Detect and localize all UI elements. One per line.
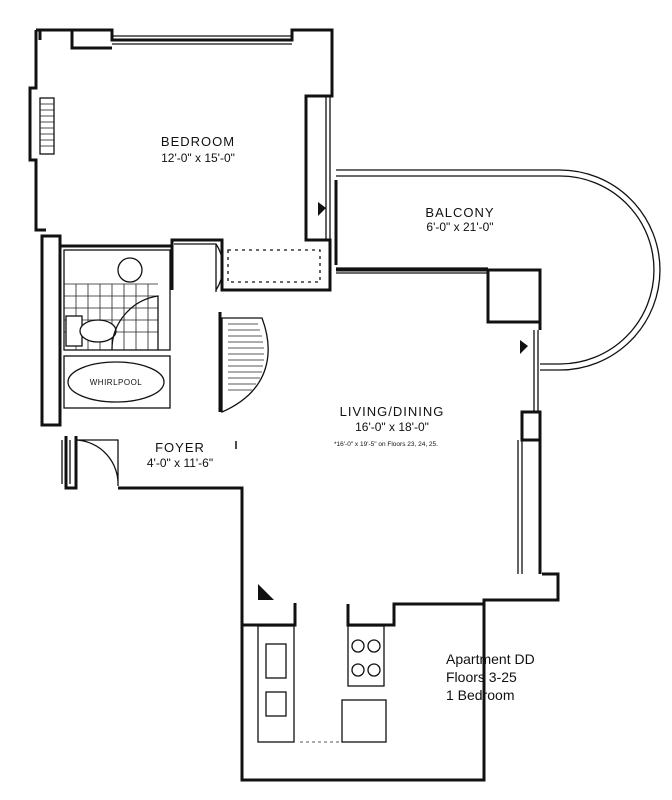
- floors-range: Floors 3-25: [446, 669, 517, 685]
- foyer-label: FOYER: [155, 440, 205, 455]
- closet-shelf: [227, 249, 321, 283]
- tub-label: WHIRLPOOL: [90, 378, 143, 387]
- entry-door[interactable]: [75, 439, 119, 487]
- apartment-name: Apartment DD: [446, 651, 535, 667]
- bedroom-label: BEDROOM: [161, 134, 235, 149]
- arrow-icon: [258, 584, 274, 600]
- living-note: *16'-0" x 19'-5" on Floors 23, 24, 25.: [334, 441, 438, 448]
- structural-column: [486, 268, 542, 324]
- closet: [218, 312, 269, 413]
- balcony-label: BALCONY: [425, 205, 494, 220]
- window-lines: [61, 35, 539, 574]
- bedroom-count: 1 Bedroom: [446, 687, 514, 703]
- foyer-dims: 4'-0" x 11'-6": [147, 456, 213, 470]
- balcony-dims: 6'-0" x 21'-0": [426, 220, 493, 234]
- kitchen: [257, 625, 387, 743]
- arrow-icon: [318, 202, 326, 216]
- balcony-railing: [336, 169, 661, 371]
- balcony-door-wall: [334, 180, 490, 272]
- radiator: [39, 97, 55, 155]
- living-dims: 16'-0" x 18'-0": [355, 420, 429, 434]
- living-label: LIVING/DINING: [340, 404, 445, 419]
- bedroom-dims: 12'-0" x 15'-0": [161, 151, 235, 165]
- bathroom: [63, 249, 171, 409]
- arrow-icon: [520, 340, 528, 354]
